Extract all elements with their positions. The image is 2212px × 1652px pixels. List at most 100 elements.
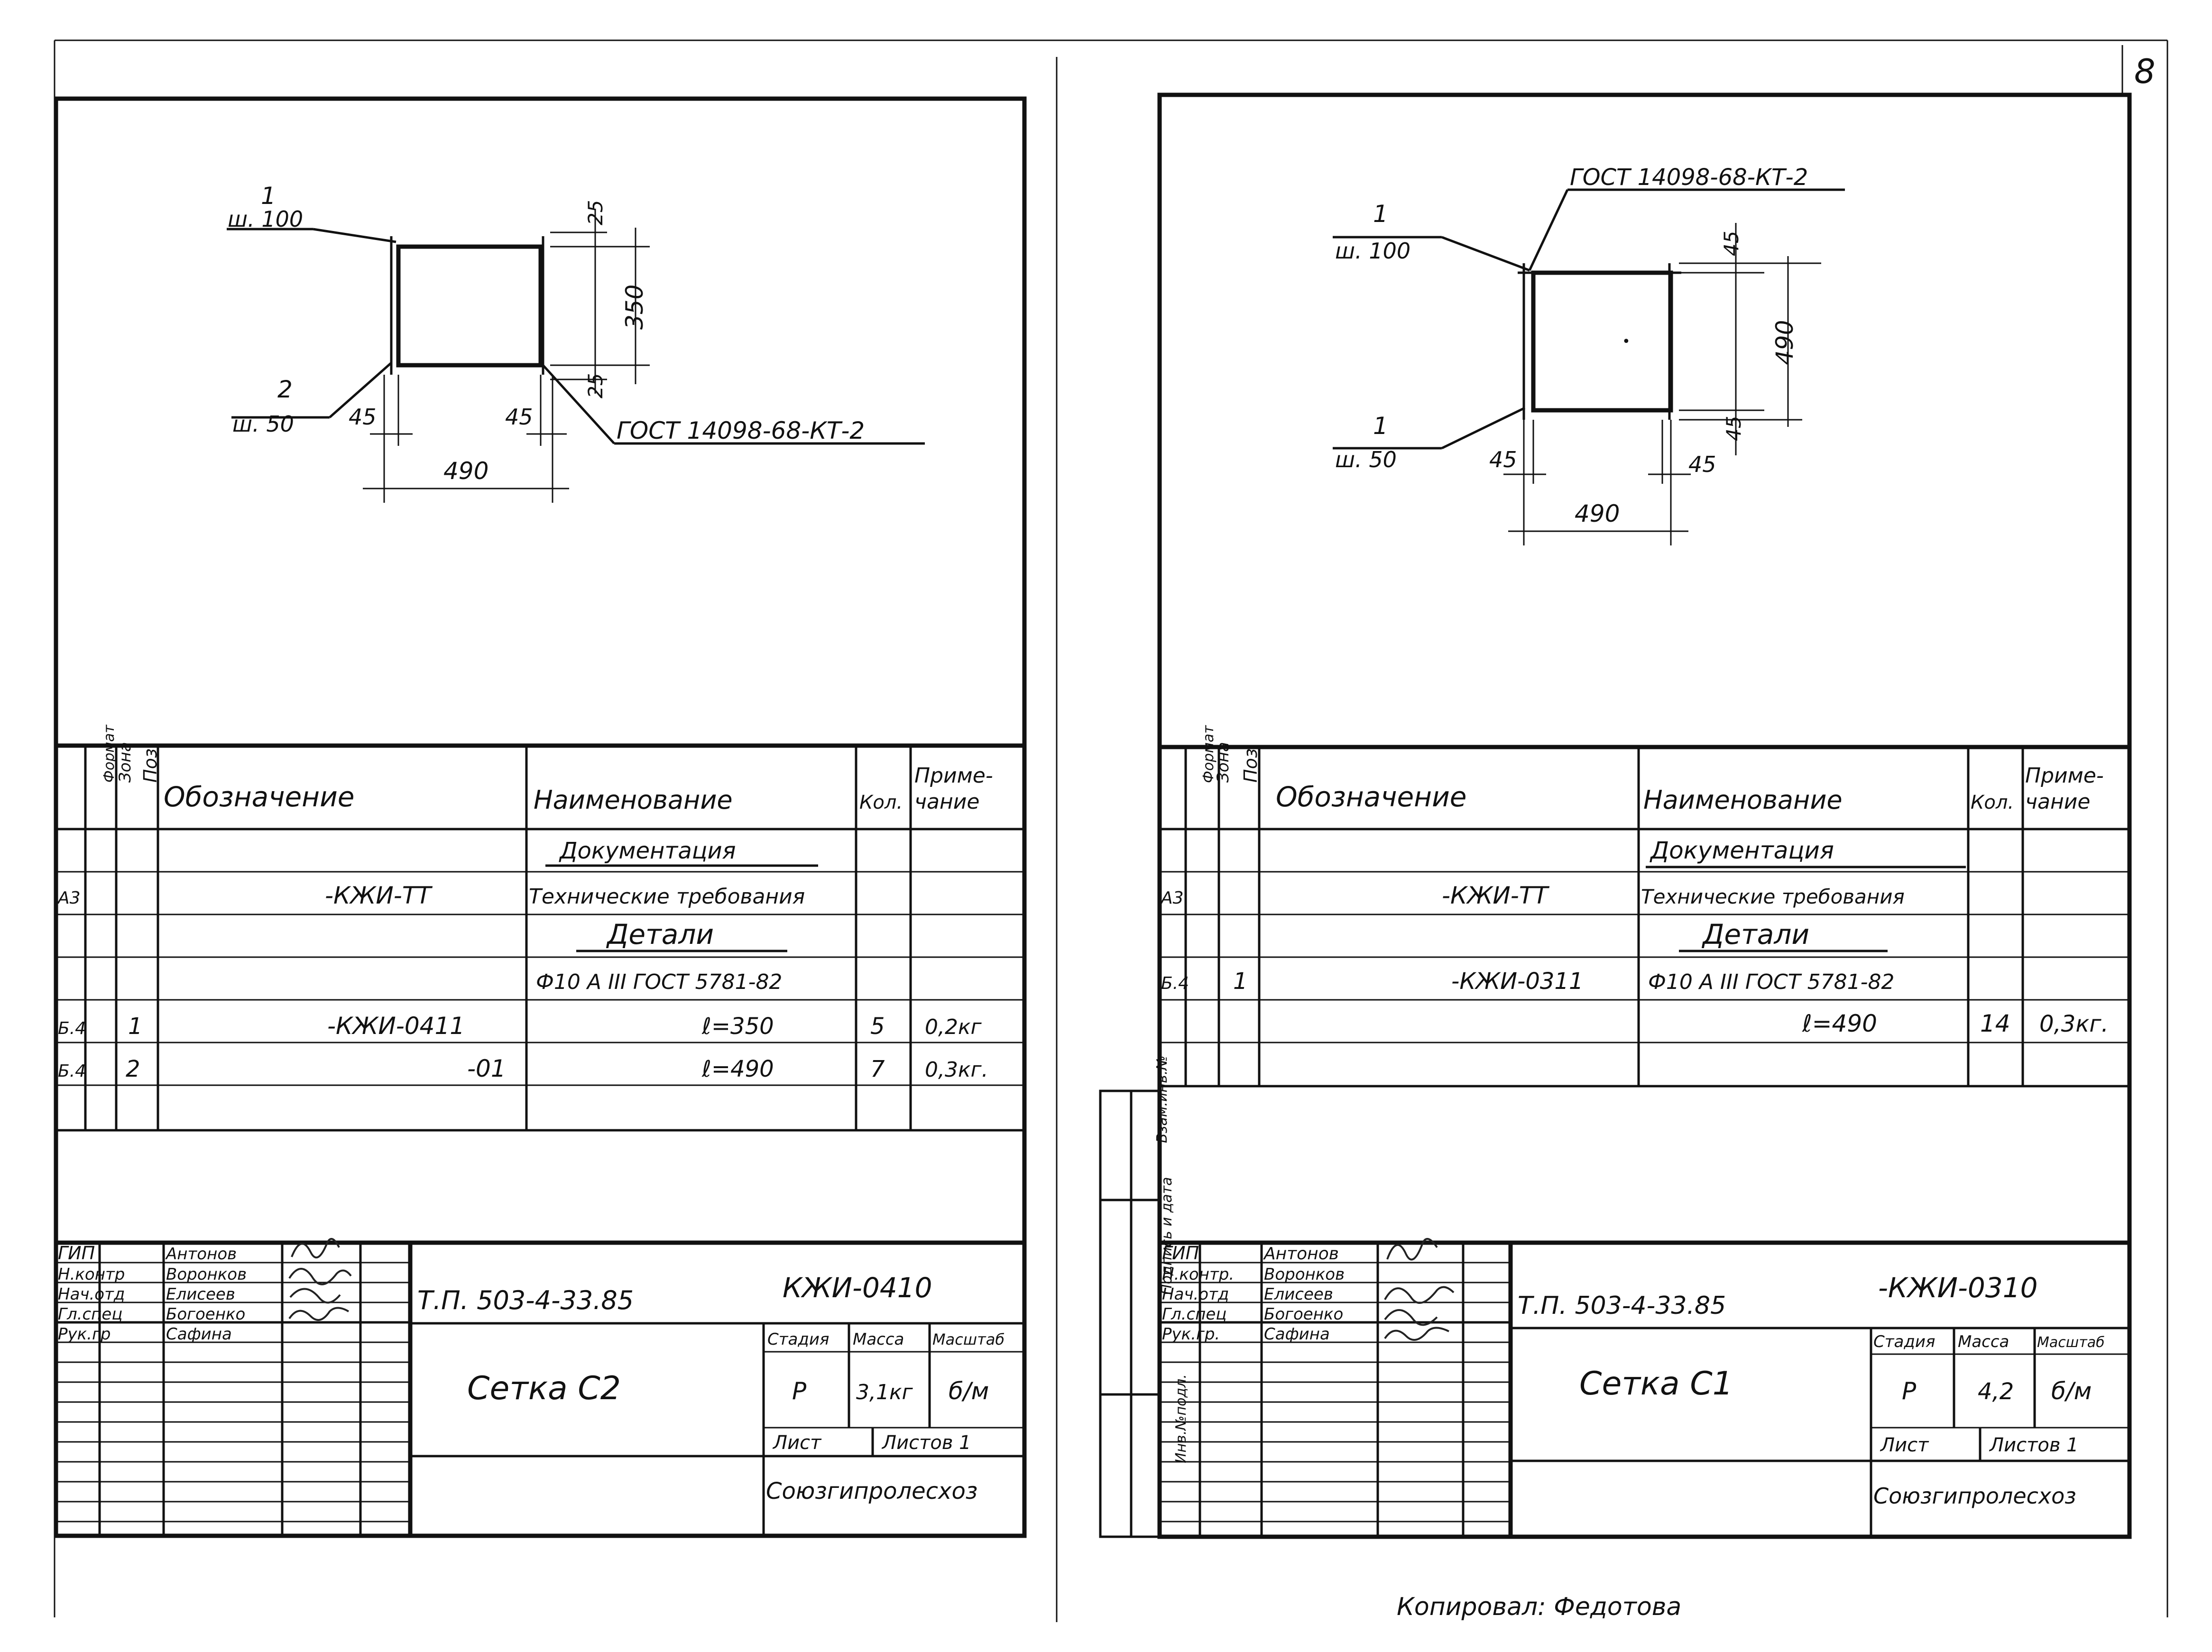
right-org: Союзгипролесхоз	[1873, 1483, 2076, 1509]
left-hdr-note2: чание	[914, 790, 979, 814]
sheet-border: 8	[54, 39, 2168, 1622]
right-gost: ГОСТ 14098-68-КТ-2	[1570, 164, 1808, 191]
left-role-rukgr: Рук.гр	[58, 1325, 111, 1344]
right-row5-note: 0,3кг.	[2039, 1011, 2109, 1037]
right-row4-designation: -КЖИ-0311	[1451, 968, 1583, 995]
left-row2-name: Технические требования	[529, 885, 805, 909]
left-hdr-name: Наименование	[534, 785, 733, 815]
right-hdr-qty: Кол.	[1971, 792, 2014, 813]
left-scale-label: Масштаб	[932, 1330, 1005, 1348]
left-sheet-title: Сетка С2	[467, 1370, 621, 1407]
left-row5-format: Б.4	[58, 1019, 86, 1038]
left-signatures	[288, 1238, 352, 1321]
right-side-label-1: Взам.инв.№	[1154, 1055, 1171, 1143]
left-mass-label: Масса	[853, 1330, 904, 1349]
right-signatures	[1384, 1238, 1455, 1341]
right-role-rukgr: Рук.гр.	[1162, 1325, 1220, 1344]
left-role-glspec: Гл.спец	[58, 1305, 122, 1324]
right-name-4: Богоенко	[1264, 1305, 1343, 1324]
left-row5-designation: -КЖИ-0411	[327, 1012, 465, 1040]
left-dim-width: 490	[443, 457, 488, 485]
left-row2-designation: -КЖИ-ТТ	[325, 882, 433, 909]
right-role-nkontr: Н.контр.	[1162, 1265, 1234, 1284]
left-stage: Р	[792, 1377, 807, 1405]
right-row5-name: ℓ=490	[1802, 1010, 1877, 1037]
left-row3-name: Детали	[606, 918, 714, 951]
right-hdr-format: Формат	[1200, 725, 1217, 783]
left-project: Т.П. 503-4-33.85	[417, 1285, 634, 1315]
right-scale: б/м	[2051, 1377, 2092, 1405]
left-row5-note: 0,2кг	[925, 1015, 982, 1039]
right-row2-name: Технические требования	[1641, 885, 1905, 908]
right-sheet: • 1 ш. 100 1 ш. 50 ГОСТ 14098-68-КТ-2 45…	[1099, 92, 2132, 1539]
left-scale: б/м	[949, 1377, 989, 1405]
left-name-1: Антонов	[165, 1245, 237, 1264]
left-role-nkontr: Н.контр	[58, 1265, 125, 1284]
left-stage-label: Стадия	[767, 1330, 829, 1349]
right-mass: 4,2	[1978, 1378, 2014, 1405]
left-row4-name: Ф10 А III ГОСТ 5781-82	[536, 970, 782, 994]
left-name-5: Сафина	[166, 1325, 232, 1344]
left-leader1-num: 1	[261, 182, 276, 210]
left-dim-left: 45	[349, 404, 377, 430]
right-hdr-designation: Обозначение	[1276, 781, 1466, 813]
left-row6-note: 0,3кг.	[925, 1058, 988, 1082]
left-leader1-step: ш. 100	[228, 206, 303, 232]
right-spec-table: Формат Зона Поз. Обозначение Наименовани…	[1160, 725, 2129, 1088]
left-sheet-label: Лист	[772, 1432, 822, 1454]
right-name-1: Антонов	[1263, 1244, 1339, 1264]
corner-mark: 8	[2134, 52, 2156, 91]
right-row1-name: Документация	[1650, 837, 1834, 864]
right-sheet-label: Лист	[1880, 1434, 1929, 1456]
right-scale-label: Масштаб	[2037, 1334, 2105, 1351]
right-project: Т.П. 503-4-33.85	[1518, 1292, 1726, 1320]
right-name-2: Воронков	[1264, 1265, 1345, 1284]
left-spec-table: Формат Зона Поз. Обозначение Наименовани…	[56, 724, 1024, 1132]
left-sheets-label: Листов 1	[881, 1432, 971, 1454]
left-row6-format: Б.4	[58, 1061, 86, 1081]
right-leader2-num: 1	[1373, 412, 1388, 440]
right-hdr-pos: Поз.	[1240, 743, 1261, 783]
left-dim-height: 350	[621, 285, 648, 330]
left-name-2: Воронков	[166, 1265, 247, 1284]
right-row2-format: А3	[1160, 888, 1184, 908]
right-row4-name: Ф10 А III ГОСТ 5781-82	[1648, 970, 1894, 994]
right-dim-height: 490	[1771, 320, 1798, 365]
left-row5-pos: 1	[128, 1013, 143, 1040]
right-side-label-3: Инв.№подл.	[1173, 1374, 1189, 1463]
right-row5-qty: 14	[1980, 1010, 2010, 1037]
right-hdr-name: Наименование	[1643, 785, 1843, 815]
right-role-gip: ГИП	[1162, 1243, 1199, 1264]
left-name-4: Богоенко	[166, 1305, 245, 1324]
right-stage-label: Стадия	[1873, 1332, 1935, 1351]
copied-by: Копировал: Федотова	[1397, 1593, 1681, 1621]
right-row3-name: Детали	[1701, 918, 1809, 951]
right-dim-top: 45	[1720, 231, 1743, 256]
right-title-block: ГИП Н.контр. Нач.отд Гл.спец Рук.гр. Ант…	[1160, 1238, 2129, 1537]
right-leader2-step: ш. 50	[1335, 447, 1397, 472]
right-side-label-2: Подпись и дата	[1159, 1177, 1175, 1295]
left-name-3: Елисеев	[166, 1285, 235, 1304]
right-role-glspec: Гл.спец	[1162, 1305, 1226, 1324]
left-title-block: ГИП Н.контр Нач.отд Гл.спец Рук.гр Антон…	[56, 1238, 1024, 1536]
right-dim-width: 490	[1575, 500, 1620, 527]
left-role-nachotd: Нач.отд	[58, 1285, 125, 1304]
left-code: КЖИ-0410	[783, 1272, 932, 1304]
right-dim-bottom: 45	[1722, 416, 1745, 441]
left-row6-name: ℓ=490	[701, 1056, 774, 1082]
left-gost: ГОСТ 14098-68-КТ-2	[617, 417, 865, 444]
right-dim-left: 45	[1489, 447, 1517, 472]
left-leader2-step: ш. 50	[232, 411, 294, 437]
right-hdr-note1: Приме-	[2025, 764, 2104, 788]
right-name-5: Сафина	[1264, 1325, 1330, 1344]
left-dim-right: 45	[505, 404, 533, 430]
left-dim-top: 25	[584, 200, 607, 225]
left-leader2-num: 2	[277, 376, 293, 403]
right-name-3: Елисеев	[1264, 1285, 1333, 1304]
right-hdr-zone: Зона	[1214, 742, 1233, 783]
right-leader1-step: ш. 100	[1335, 238, 1410, 264]
right-mass-label: Масса	[1958, 1332, 2009, 1351]
left-role-gip: ГИП	[58, 1243, 95, 1264]
right-sheet-title: Сетка С1	[1579, 1365, 1733, 1403]
